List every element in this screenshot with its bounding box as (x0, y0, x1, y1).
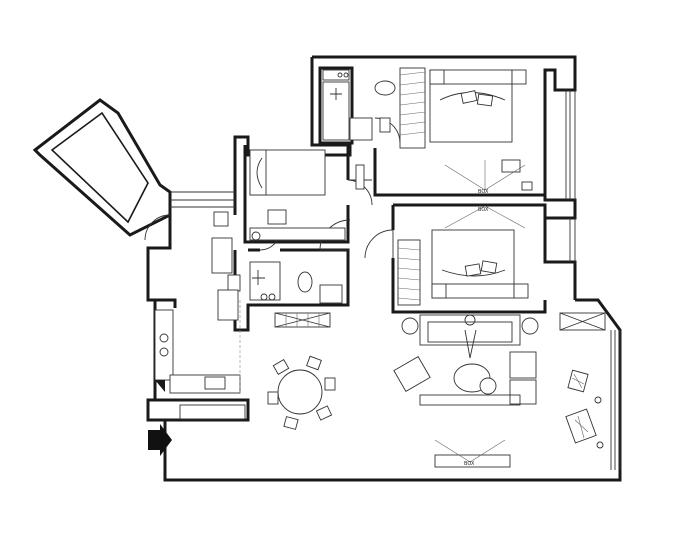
windows (170, 90, 621, 470)
master-bed (429, 81, 513, 143)
ceiling-mark-living: BOX (464, 461, 475, 467)
living-area: BOX (393, 314, 539, 468)
bedroom-2 (249, 149, 365, 241)
ceiling-mark-bedroom-3: BOX (478, 207, 489, 213)
bedroom-3: BOX (397, 205, 529, 306)
master-bedroom: BOX (399, 67, 533, 195)
entry-arrow (148, 424, 172, 456)
master-bathroom (322, 69, 396, 141)
dining-area (267, 355, 336, 430)
bathroom-2 (227, 261, 343, 304)
ceiling-mark-master: BOX (478, 189, 489, 195)
bedroom-3-bed (431, 229, 515, 291)
doors (144, 117, 401, 259)
kitchen (154, 211, 241, 395)
balcony-area (565, 369, 604, 449)
dining-table (277, 369, 323, 415)
